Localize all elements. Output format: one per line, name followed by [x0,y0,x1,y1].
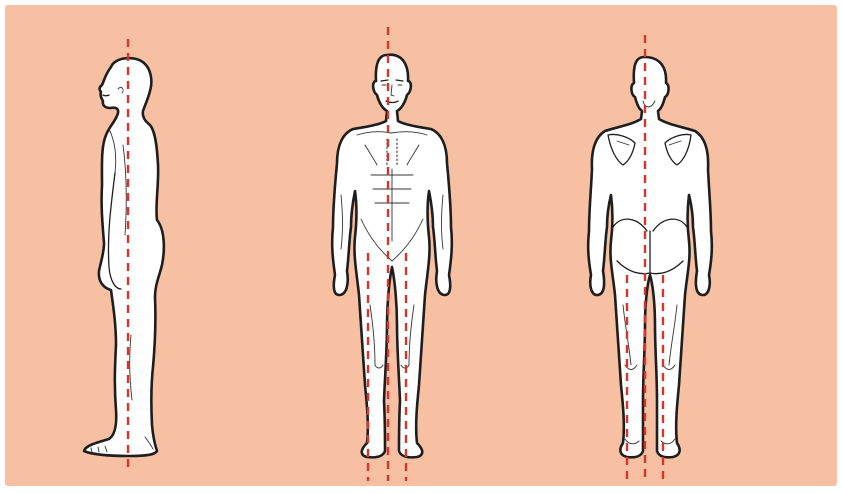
posture-diagram [5,5,837,486]
posture-illustration [5,5,837,486]
